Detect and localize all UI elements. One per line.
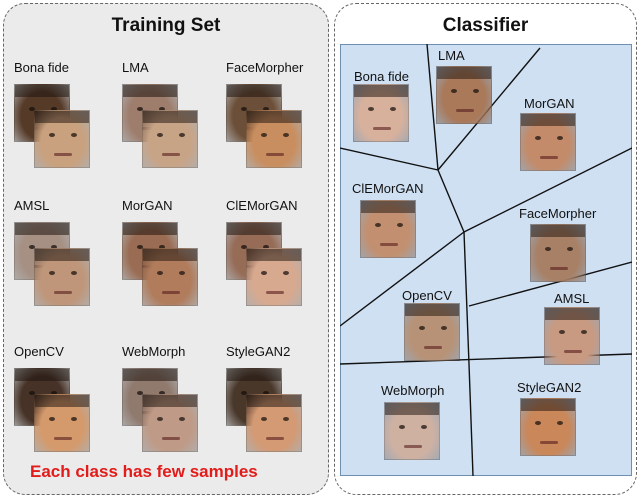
classifier-region-label: StyleGAN2 [517,380,582,395]
boundary-line [463,231,470,365]
training-sample-face-front [34,110,90,168]
classifier-region-label: ClEMorGAN [352,181,424,196]
decision-boundaries [340,44,632,476]
boundary-line [340,147,439,171]
classifier-region-face [544,307,600,365]
classifier-region-face [436,66,492,124]
boundary-line [426,44,439,171]
training-class-label: WebMorph [122,344,186,359]
training-sample-face-front [246,394,302,452]
classifier-region-label: WebMorph [381,383,445,398]
classifier-title: Classifier [442,15,529,36]
training-sample-face-front [34,394,90,452]
training-sample-face-front [142,394,198,452]
classifier-region-label: FaceMorpher [519,206,597,221]
training-class-label: StyleGAN2 [226,344,291,359]
classifier-region-label: LMA [438,48,465,63]
few-samples-caption: Each class has few samples [30,462,258,481]
classifier-region-label: AMSL [554,291,590,306]
training-class-label: ClEMorGAN [226,198,298,213]
classifier-region-face [353,84,409,142]
training-set-title: Training Set [111,15,221,36]
classifier-region-label: MorGAN [524,96,575,111]
training-class-label: AMSL [14,198,50,213]
classifier-region-face [530,224,586,282]
classifier-region-face [404,303,460,361]
classifier-region-face [384,402,440,460]
boundary-line [468,363,474,476]
training-sample-face-front [246,248,302,306]
classifier-region-label: Bona fide [354,69,409,84]
boundary-line [437,169,465,233]
boundary-line [463,147,632,233]
training-class-label: Bona fide [14,60,69,75]
training-sample-face-front [246,110,302,168]
classifier-region-label: OpenCV [402,288,452,303]
classifier-region-face [360,200,416,258]
classifier-region-face [520,398,576,456]
classifier-region-face [520,113,576,171]
training-class-label: FaceMorpher [226,60,304,75]
training-sample-face-front [142,110,198,168]
training-class-label: LMA [122,60,149,75]
training-sample-face-front [142,248,198,306]
training-sample-face-front [34,248,90,306]
boundary-line [340,231,465,327]
training-class-label: OpenCV [14,344,64,359]
boundary-line [468,261,632,307]
training-class-label: MorGAN [122,198,173,213]
